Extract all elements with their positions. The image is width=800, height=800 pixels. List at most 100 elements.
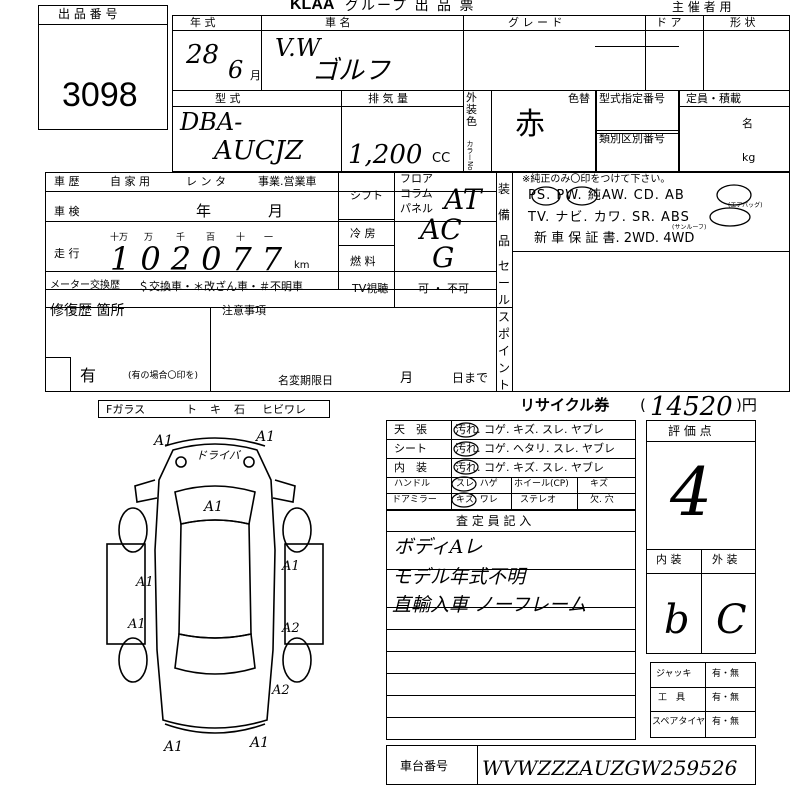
rear-right-wheel [282, 637, 312, 683]
equipment-line-2: TV. ナビ. カワ. SR. ABS [528, 210, 690, 225]
col-door: ド ア [656, 16, 682, 29]
col-displacement: 排 気 量 [368, 92, 408, 105]
left-mirror [134, 479, 158, 503]
recycle-fee-value: 14520 [650, 392, 733, 422]
cond-row-seat-label: シート [394, 442, 427, 455]
mileage-label: 走 行 [54, 247, 80, 260]
mark-bonnet-driver: ドライバ [196, 449, 240, 462]
inspection-month: 月 [268, 202, 284, 220]
recycle-yen: )円 [736, 396, 757, 414]
meter-change-label: メーター交換歴 [50, 280, 120, 291]
front-right-wheel [282, 507, 312, 553]
ac-value: AC [420, 213, 462, 246]
tool-kit-label: 工 具 [658, 693, 686, 703]
shift-label: シフト [350, 189, 383, 202]
glass-box [98, 400, 330, 418]
mark-right-door: A1 [282, 559, 300, 574]
car-body-outline [154, 443, 276, 729]
kg-unit: kg [742, 151, 756, 164]
seat-dirt-circle [453, 441, 479, 457]
car-diagram [106, 437, 324, 734]
right-door-panel [284, 543, 324, 645]
col-model-desig: 型式指定番号 [599, 92, 665, 105]
inspector-box [386, 510, 636, 740]
lot-number: 3098 [62, 76, 138, 114]
col-shape: 形 状 [730, 16, 756, 29]
rear-left-wheel [118, 637, 148, 683]
overall-grade-value: 4 [670, 454, 712, 531]
abs-circle [709, 207, 751, 227]
col-class-no: 類別区別番号 [599, 132, 665, 145]
inspection-year: 年 [196, 202, 212, 220]
left-door-panel [106, 543, 146, 645]
front-lamp-r [243, 456, 255, 468]
month-value: 6 [228, 56, 244, 84]
digit-10k: 万 [144, 233, 154, 243]
col-name: 車 名 [325, 16, 351, 29]
exterior-grade-label: 外 装 [712, 553, 738, 566]
rear-bumper [164, 723, 266, 734]
model-type-1: DBA- [180, 108, 243, 136]
handle-circle [451, 476, 477, 492]
equipment-note: ※純正のみ〇印をつけて下さい。 [522, 174, 671, 185]
inspection-label: 車 検 [54, 205, 80, 218]
col-grade: グ レ ー ド [508, 16, 563, 29]
front-left-wheel [118, 507, 148, 553]
caution-label: 注意事項 [222, 304, 266, 317]
handle-label: ハンドル [394, 479, 431, 489]
chassis-value: WVWZZZAUZGW259526 [482, 756, 738, 780]
model-name-value: ゴルフ [312, 56, 391, 86]
fuel-label: 燃 料 [350, 255, 376, 268]
grade-label: 評 価 点 [668, 424, 712, 438]
digit-100k: 十万 [110, 233, 129, 243]
exterior-grade-value: C [716, 597, 747, 643]
interior-dirt-circle [453, 459, 479, 475]
tool-spare-label: スペアタイヤ [652, 717, 706, 727]
ac-label: 冷 房 [350, 227, 376, 240]
tools-box [650, 662, 756, 738]
rear-window [174, 633, 256, 675]
mark-hood: A1 [204, 499, 224, 515]
col-color-change: 色替 [568, 92, 590, 105]
history-opt-rental: レ ン タ [186, 175, 226, 188]
meter-notes: ＄交換車・＊改ざん車・＃不明車 [138, 280, 303, 293]
organizer-label: 主 催 者 用 [672, 0, 732, 14]
tool-jack-label: ジャッキ [656, 669, 692, 679]
roof [178, 519, 252, 639]
equipment-circles [531, 184, 752, 227]
tool-spare-opts: 有・無 [712, 717, 740, 727]
stereo-opts: 欠. 穴 [590, 495, 614, 505]
cond-row-seat-opts: 汚れ. コゲ. ヘタリ. スレ. ヤブレ [455, 442, 615, 455]
mileage-value: 102077 [110, 240, 293, 278]
sales-point-label: セールスポイント [498, 259, 511, 392]
digit-1: 一 [264, 233, 274, 243]
deadline-month: 月 [400, 371, 414, 386]
condition-circles [451, 422, 479, 508]
history-opt-private: 自 家 用 [110, 175, 150, 188]
month-unit: 月 [250, 69, 261, 82]
glass-opt-3: 石 [234, 403, 245, 416]
glass-opt-1: ト [186, 403, 197, 416]
equipment-label: 装備品 [498, 182, 511, 248]
tv-label: TV視聴 [352, 282, 389, 295]
tool-kit-opts: 有・無 [712, 693, 740, 703]
shift-opt-panel: パネル [400, 202, 433, 215]
condition-table [386, 420, 636, 510]
col-year: 年 式 [190, 16, 216, 29]
col-model: 型 式 [215, 92, 241, 105]
interior-grade-value: b [664, 597, 690, 643]
pw-circle [566, 186, 598, 206]
ab-circle [716, 184, 752, 206]
repair-label: 修復歴 箇所 [50, 303, 125, 319]
maker-value: V.W [275, 34, 321, 62]
front-bumper [164, 437, 266, 447]
history-block [45, 172, 790, 392]
digit-10: 十 [236, 233, 246, 243]
inspector-label: 査 定 員 記 入 [456, 514, 532, 528]
displacement-value: 1,200 [348, 140, 423, 170]
repair-value: 有 [80, 366, 97, 385]
deadline-label: 名変期限日 [278, 374, 333, 387]
year-value: 28 [186, 40, 220, 70]
front-lamp-l [175, 456, 187, 468]
mark-rear-bumper-l: A1 [164, 739, 184, 755]
